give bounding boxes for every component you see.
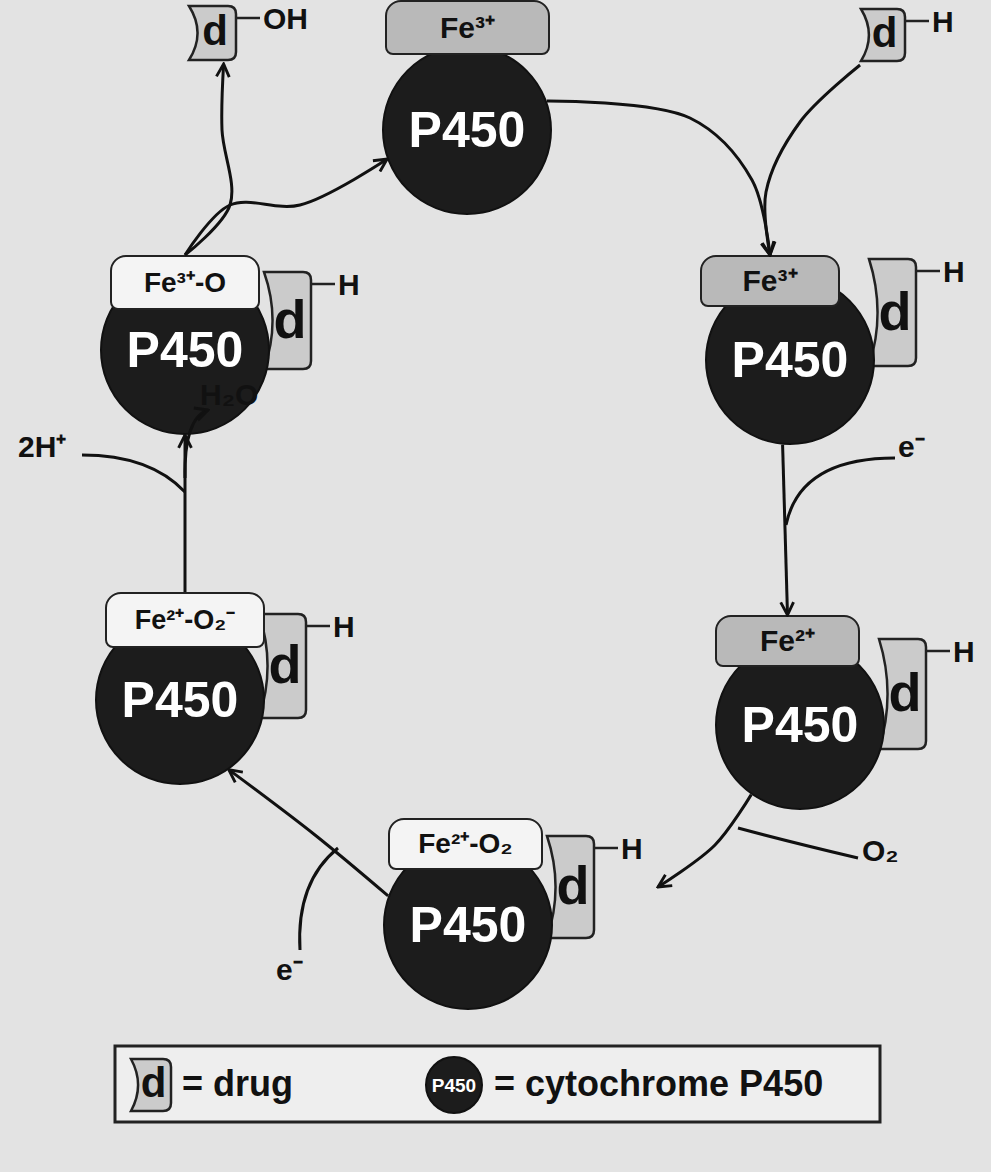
reaction-arrow <box>658 795 751 887</box>
cofactor-label: 2H⁺ <box>18 432 66 462</box>
iron-state-label: Fe²⁺-O₂ <box>418 830 513 858</box>
group-label: H <box>621 834 643 864</box>
drug-molecule: dH <box>873 635 990 753</box>
p450-enzyme: P450 <box>425 1056 483 1114</box>
group-label: H <box>333 612 355 642</box>
group-label: H <box>338 270 360 300</box>
electron-branch <box>300 848 338 950</box>
drug-letter: d <box>875 255 915 370</box>
iron-state-label: Fe²⁺-O₂⁻ <box>135 607 236 634</box>
drug-molecule: dH <box>258 268 375 373</box>
enzyme-label: P450 <box>122 675 239 725</box>
reaction-arrow <box>783 445 788 615</box>
proton-branch <box>82 455 185 492</box>
drug-molecule: dH <box>541 832 658 942</box>
reaction-arrow <box>547 101 770 255</box>
iron-state-label: Fe³⁺ <box>440 13 495 43</box>
cofactor-label: O₂ <box>862 836 899 866</box>
reaction-arrow <box>185 159 387 255</box>
cofactor-label: e⁻ <box>276 955 303 985</box>
drug-letter: d <box>136 1055 171 1115</box>
enzyme-label: P450 <box>127 325 244 375</box>
enzyme-label: P450 <box>742 700 859 750</box>
heme-iron-cap: Fe³⁺ <box>700 255 840 307</box>
iron-state-label: Fe³⁺-O <box>144 269 226 297</box>
group-label: OH <box>263 4 308 34</box>
group-label: H <box>932 7 954 37</box>
drug-molecule: dH <box>863 255 980 370</box>
reaction-arrow <box>184 435 187 592</box>
reaction-arrow <box>765 65 860 255</box>
drug-letter: d <box>866 5 903 65</box>
iron-state-label: Fe²⁺ <box>760 626 815 656</box>
heme-iron-cap: Fe³⁺-O <box>110 255 260 310</box>
p450-enzyme: P450 <box>382 45 552 215</box>
reaction-arrow <box>229 770 388 896</box>
legend-text: = drug <box>182 1066 293 1102</box>
reaction-arrow <box>185 64 232 255</box>
drug-letter: d <box>195 2 235 64</box>
enzyme-label: P450 <box>432 1076 476 1095</box>
legend-text: = cytochrome P450 <box>494 1066 823 1102</box>
drug-letter: d <box>265 610 305 722</box>
iron-state-label: Fe³⁺ <box>743 266 798 296</box>
oxygen-branch <box>738 828 858 858</box>
electron-branch <box>786 458 895 525</box>
enzyme-label: P450 <box>732 335 849 385</box>
heme-iron-cap: Fe²⁺ <box>715 615 860 667</box>
enzyme-label: P450 <box>410 900 527 950</box>
cofactor-label: e⁻ <box>898 432 925 462</box>
heme-iron-cap: Fe³⁺ <box>385 0 550 55</box>
enzyme-label: P450 <box>409 105 526 155</box>
drug-letter: d <box>553 832 593 942</box>
drug-molecule: dOH <box>183 2 300 64</box>
drug-letter: d <box>885 635 925 753</box>
heme-iron-cap: Fe²⁺-O₂⁻ <box>105 592 265 648</box>
group-label: H <box>953 637 975 667</box>
drug-letter: d <box>270 268 310 373</box>
drug-molecule: dH <box>855 5 969 65</box>
drug-molecule: dH <box>253 610 370 722</box>
group-label: H <box>943 257 965 287</box>
heme-iron-cap: Fe²⁺-O₂ <box>388 818 543 870</box>
drug-molecule: d <box>125 1055 173 1115</box>
cofactor-label: H₂O <box>200 380 258 410</box>
legend-frame <box>115 1046 880 1122</box>
